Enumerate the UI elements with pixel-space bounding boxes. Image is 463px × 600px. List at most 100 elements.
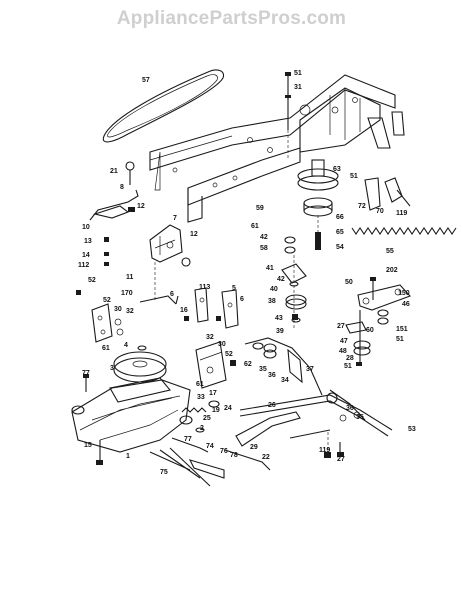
callout-150: 150 [398,290,410,297]
callout-40: 40 [270,286,278,293]
clutch-bracket [149,224,191,300]
callout-42: 42 [260,234,268,241]
tension-spring [351,227,457,235]
callout-48: 48 [339,348,347,355]
callout-62: 62 [244,361,252,368]
callout-19: 19 [212,407,220,414]
callout-42: 42 [277,276,285,283]
callout-54: 54 [336,244,344,251]
callout-10: 10 [82,224,90,231]
callout-66: 66 [336,214,344,221]
callout-6: 6 [170,291,174,298]
callout-75: 75 [160,469,168,476]
callout-170: 170 [121,290,133,297]
callout-15: 15 [84,442,92,449]
callout-76: 76 [220,448,228,455]
callout-33: 33 [197,394,205,401]
callout-12: 12 [137,203,145,210]
callout-112: 112 [78,262,89,269]
callout-36: 36 [346,405,354,412]
callout-50: 50 [345,279,353,286]
callout-37: 37 [306,366,314,373]
idler-arm-upper [364,177,411,211]
clutch-linkage [89,161,139,266]
callout-35: 35 [259,366,267,373]
callout-57: 57 [142,77,150,84]
callout-52: 52 [225,351,233,358]
callout-27: 27 [337,323,345,330]
callout-38: 38 [268,298,276,305]
transaxle [71,374,220,487]
callout-51: 51 [350,173,358,180]
callout-202: 202 [386,267,398,274]
shift-bracket-center [195,341,236,389]
callout-1: 1 [126,453,130,460]
frame-bolts [285,72,291,160]
callout-21: 21 [110,168,118,175]
callout-51: 51 [396,336,404,343]
shift-rod-linkage [188,337,393,479]
transmission-pulley [113,345,167,383]
callout-22: 22 [262,454,270,461]
callout-26: 26 [268,402,276,409]
lever-bracket-set [139,287,239,329]
callout-2: 2 [200,425,204,432]
callout-61: 61 [196,381,204,388]
callout-46: 46 [402,301,410,308]
callout-70: 70 [376,208,384,215]
callout-39: 39 [276,328,284,335]
callout-43: 43 [275,315,283,322]
callout-77: 77 [184,436,192,443]
callout-30: 30 [114,306,122,313]
callout-59: 59 [256,205,264,212]
callout-55: 55 [386,248,394,255]
callout-47: 47 [340,338,348,345]
idler-arm-right [345,277,411,366]
callout-27: 27 [337,456,345,463]
engine-pulley [297,159,339,250]
callout-28: 28 [346,355,354,362]
callout-32: 32 [206,334,214,341]
callout-25: 25 [203,415,211,422]
callout-51: 51 [294,70,302,77]
callout-35: 35 [356,414,364,421]
callout-61: 61 [102,345,110,352]
watermark-text: AppliancePartsPros.com [116,8,347,29]
callout-61: 61 [251,223,259,230]
callout-32: 32 [126,308,134,315]
callout-17: 17 [209,390,217,397]
callout-36: 36 [268,372,276,379]
idler-assembly-middle [281,236,307,330]
callout-113: 113 [199,284,210,291]
callout-151: 151 [396,326,408,333]
callout-41: 41 [266,265,274,272]
callout-65: 65 [336,229,344,236]
callout-77: 77 [82,370,90,377]
callout-78: 78 [230,452,238,459]
callout-24: 24 [224,405,232,412]
callout-6: 6 [240,296,244,303]
left-mount-bracket [76,290,124,343]
callout-52: 52 [88,277,96,284]
callout-11: 11 [126,274,134,281]
drive-belt [102,69,225,143]
callout-3: 3 [110,365,114,372]
callout-31: 31 [294,84,302,91]
callout-58: 58 [260,245,268,252]
callout-7: 7 [173,215,177,222]
callout-29: 29 [250,444,258,451]
callout-51: 51 [344,363,352,370]
frame-assembly [149,74,405,223]
callout-13: 13 [84,238,92,245]
callout-12: 12 [190,231,198,238]
callout-34: 34 [281,377,289,384]
callout-60: 60 [366,327,374,334]
callout-52: 52 [103,297,111,304]
callout-30: 30 [218,341,226,348]
callout-8: 8 [120,184,124,191]
callout-119: 119 [396,210,407,217]
callout-72: 72 [358,203,366,210]
callout-53: 53 [408,426,416,433]
